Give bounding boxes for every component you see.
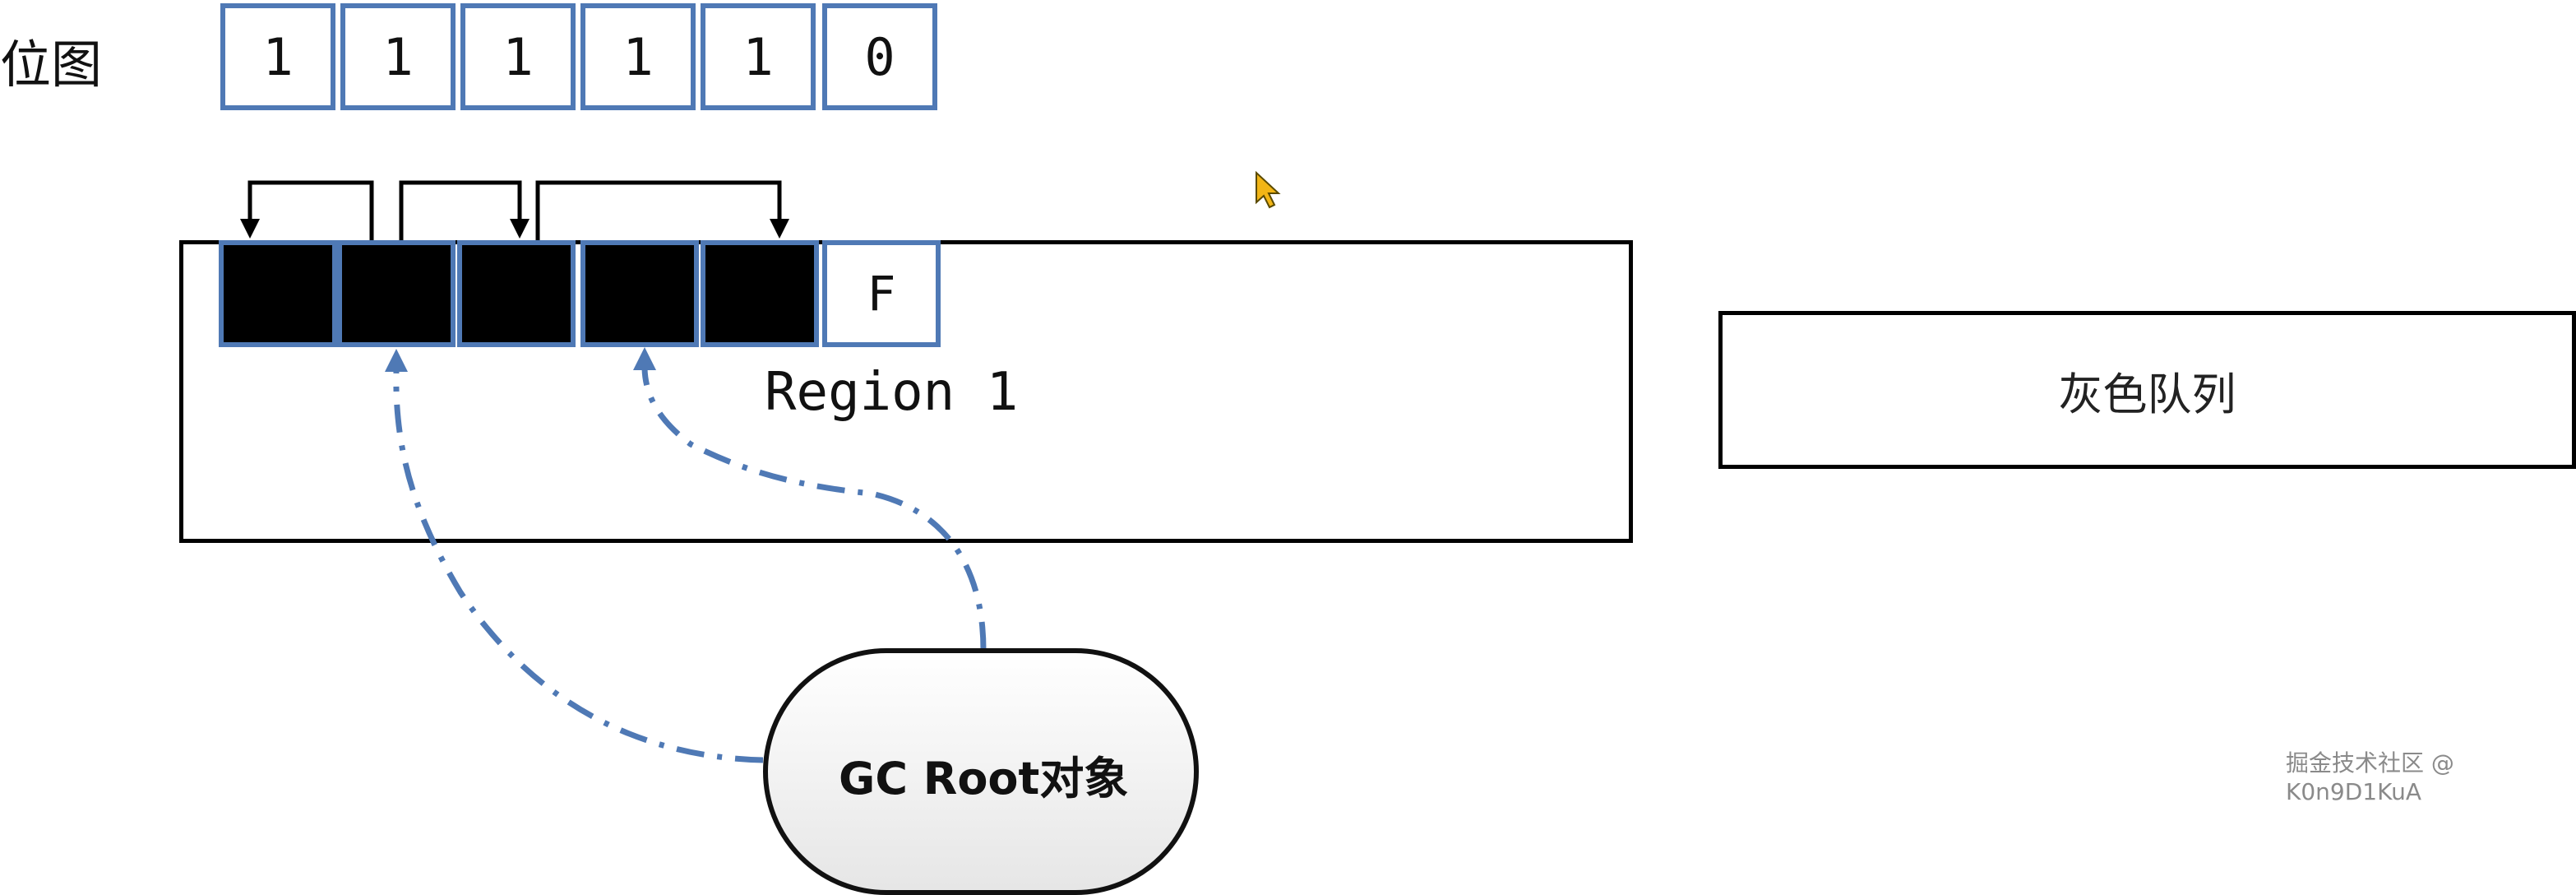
- reference-arrow-head: [240, 219, 260, 239]
- gc-root-label: GC Root对象: [839, 753, 1129, 805]
- reference-arrow-head: [770, 219, 789, 239]
- root-reference-arrow-head: [385, 349, 408, 372]
- region-label: Region 1: [765, 362, 1019, 423]
- reference-arrow: [399, 180, 522, 240]
- bitmap-cell: 1: [220, 3, 335, 110]
- root-reference-arrow-head: [633, 347, 656, 370]
- reference-arrow: [247, 180, 374, 240]
- occupied-memory-cell: [701, 240, 819, 347]
- occupied-memory-cell: [219, 240, 337, 347]
- bitmap-cell: 1: [701, 3, 816, 110]
- watermark: 掘金技术社区 @ K0n9D1KuA: [2286, 749, 2454, 805]
- occupied-memory-cell: [457, 240, 576, 347]
- free-memory-cell: F: [822, 240, 941, 347]
- root-reference-arrow: [641, 368, 987, 651]
- bitmap-cell: 0: [822, 3, 937, 110]
- occupied-memory-cell: [337, 240, 456, 347]
- gray-queue-box: 灰色队列: [1718, 311, 2576, 469]
- bitmap-label: 位图: [0, 35, 103, 95]
- bitmap-cell: 1: [340, 3, 456, 110]
- root-reference-arrow: [393, 369, 764, 763]
- connector-layer: [240, 170, 1281, 763]
- reference-arrow-head: [510, 219, 530, 239]
- reference-arrow: [535, 180, 782, 240]
- bitmap-cell: 1: [460, 3, 576, 110]
- bitmap-cell: 1: [580, 3, 696, 110]
- mouse-cursor-icon: [1256, 170, 1281, 209]
- occupied-memory-cell: [580, 240, 699, 347]
